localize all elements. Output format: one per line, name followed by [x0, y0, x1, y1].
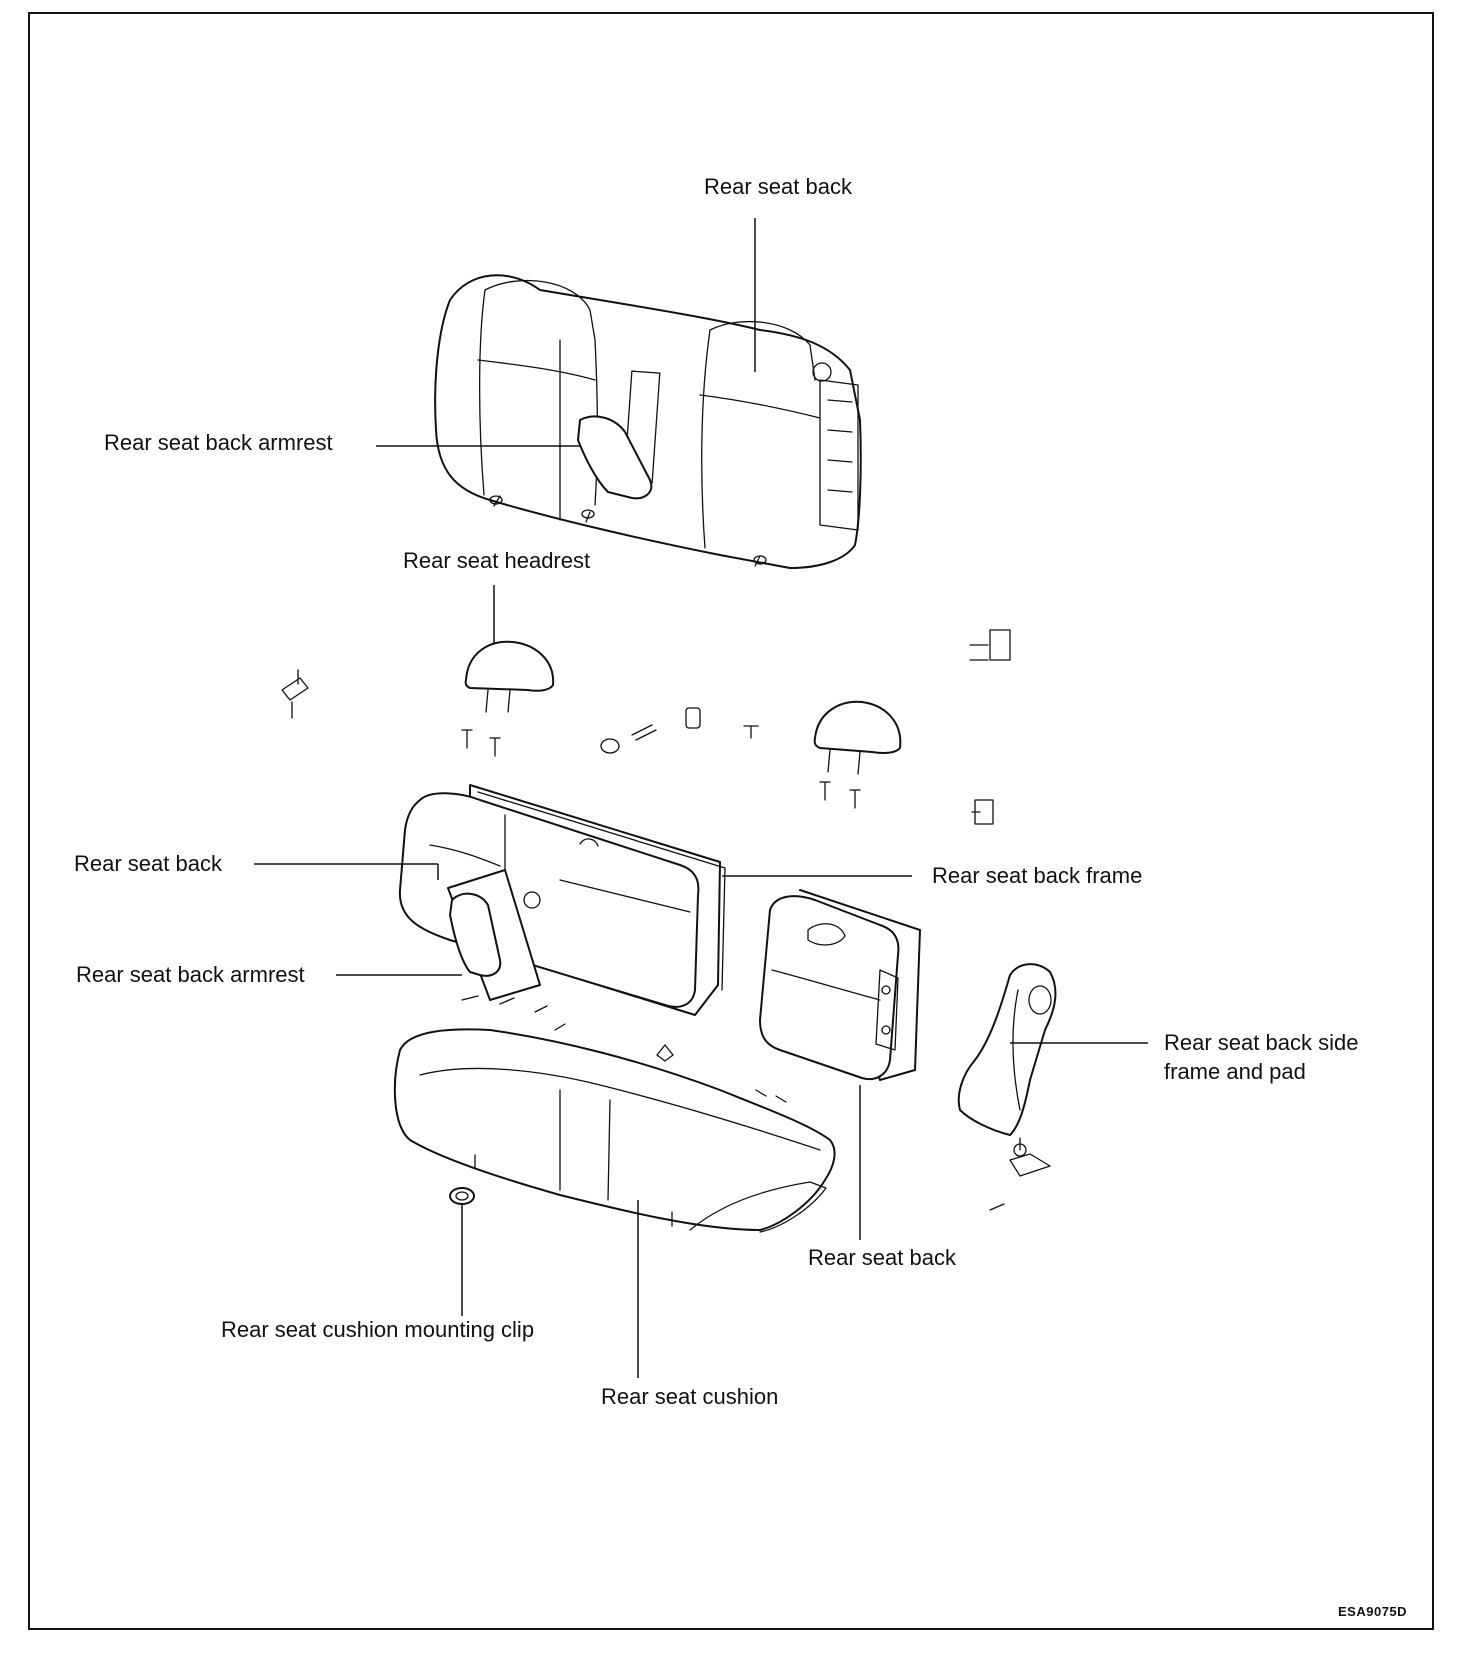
diagram-frame	[28, 12, 1434, 1630]
fasteners	[281, 629, 1051, 1211]
label-rear-seat-headrest: Rear seat headrest	[403, 548, 591, 573]
rear-seat-back-side-frame-and-pad	[957, 963, 1057, 1136]
label-rear-seat-back-side-frame-line1: Rear seat back side	[1164, 1030, 1359, 1055]
assembled-rear-seat-back	[434, 274, 862, 569]
label-rear-seat-back-armrest-top: Rear seat back armrest	[104, 430, 333, 455]
rear-seat-back-left-assembly	[398, 784, 726, 1016]
figure-code: ESA9075D	[1338, 1604, 1408, 1619]
label-rear-seat-back-armrest-mid: Rear seat back armrest	[76, 962, 305, 987]
rear-seat-back-right-assembly	[759, 889, 921, 1081]
leader-lines	[254, 218, 1148, 1378]
label-rear-seat-cushion-mounting-clip: Rear seat cushion mounting clip	[221, 1317, 535, 1342]
rear-seat-cushion	[393, 1028, 836, 1233]
label-rear-seat-back-left: Rear seat back	[74, 851, 222, 876]
label-rear-seat-back-side-frame-line2: frame and pad	[1164, 1059, 1306, 1084]
label-rear-seat-cushion: Rear seat cushion	[601, 1384, 779, 1409]
rear-seat-headrest-right	[813, 700, 902, 775]
label-rear-seat-back-top: Rear seat back	[704, 174, 852, 199]
rear-seat-headrest-left	[464, 640, 555, 713]
label-rear-seat-back-right: Rear seat back	[808, 1245, 956, 1270]
rear-seat-cushion-mounting-clip	[449, 1187, 475, 1205]
label-rear-seat-back-frame: Rear seat back frame	[932, 863, 1143, 888]
